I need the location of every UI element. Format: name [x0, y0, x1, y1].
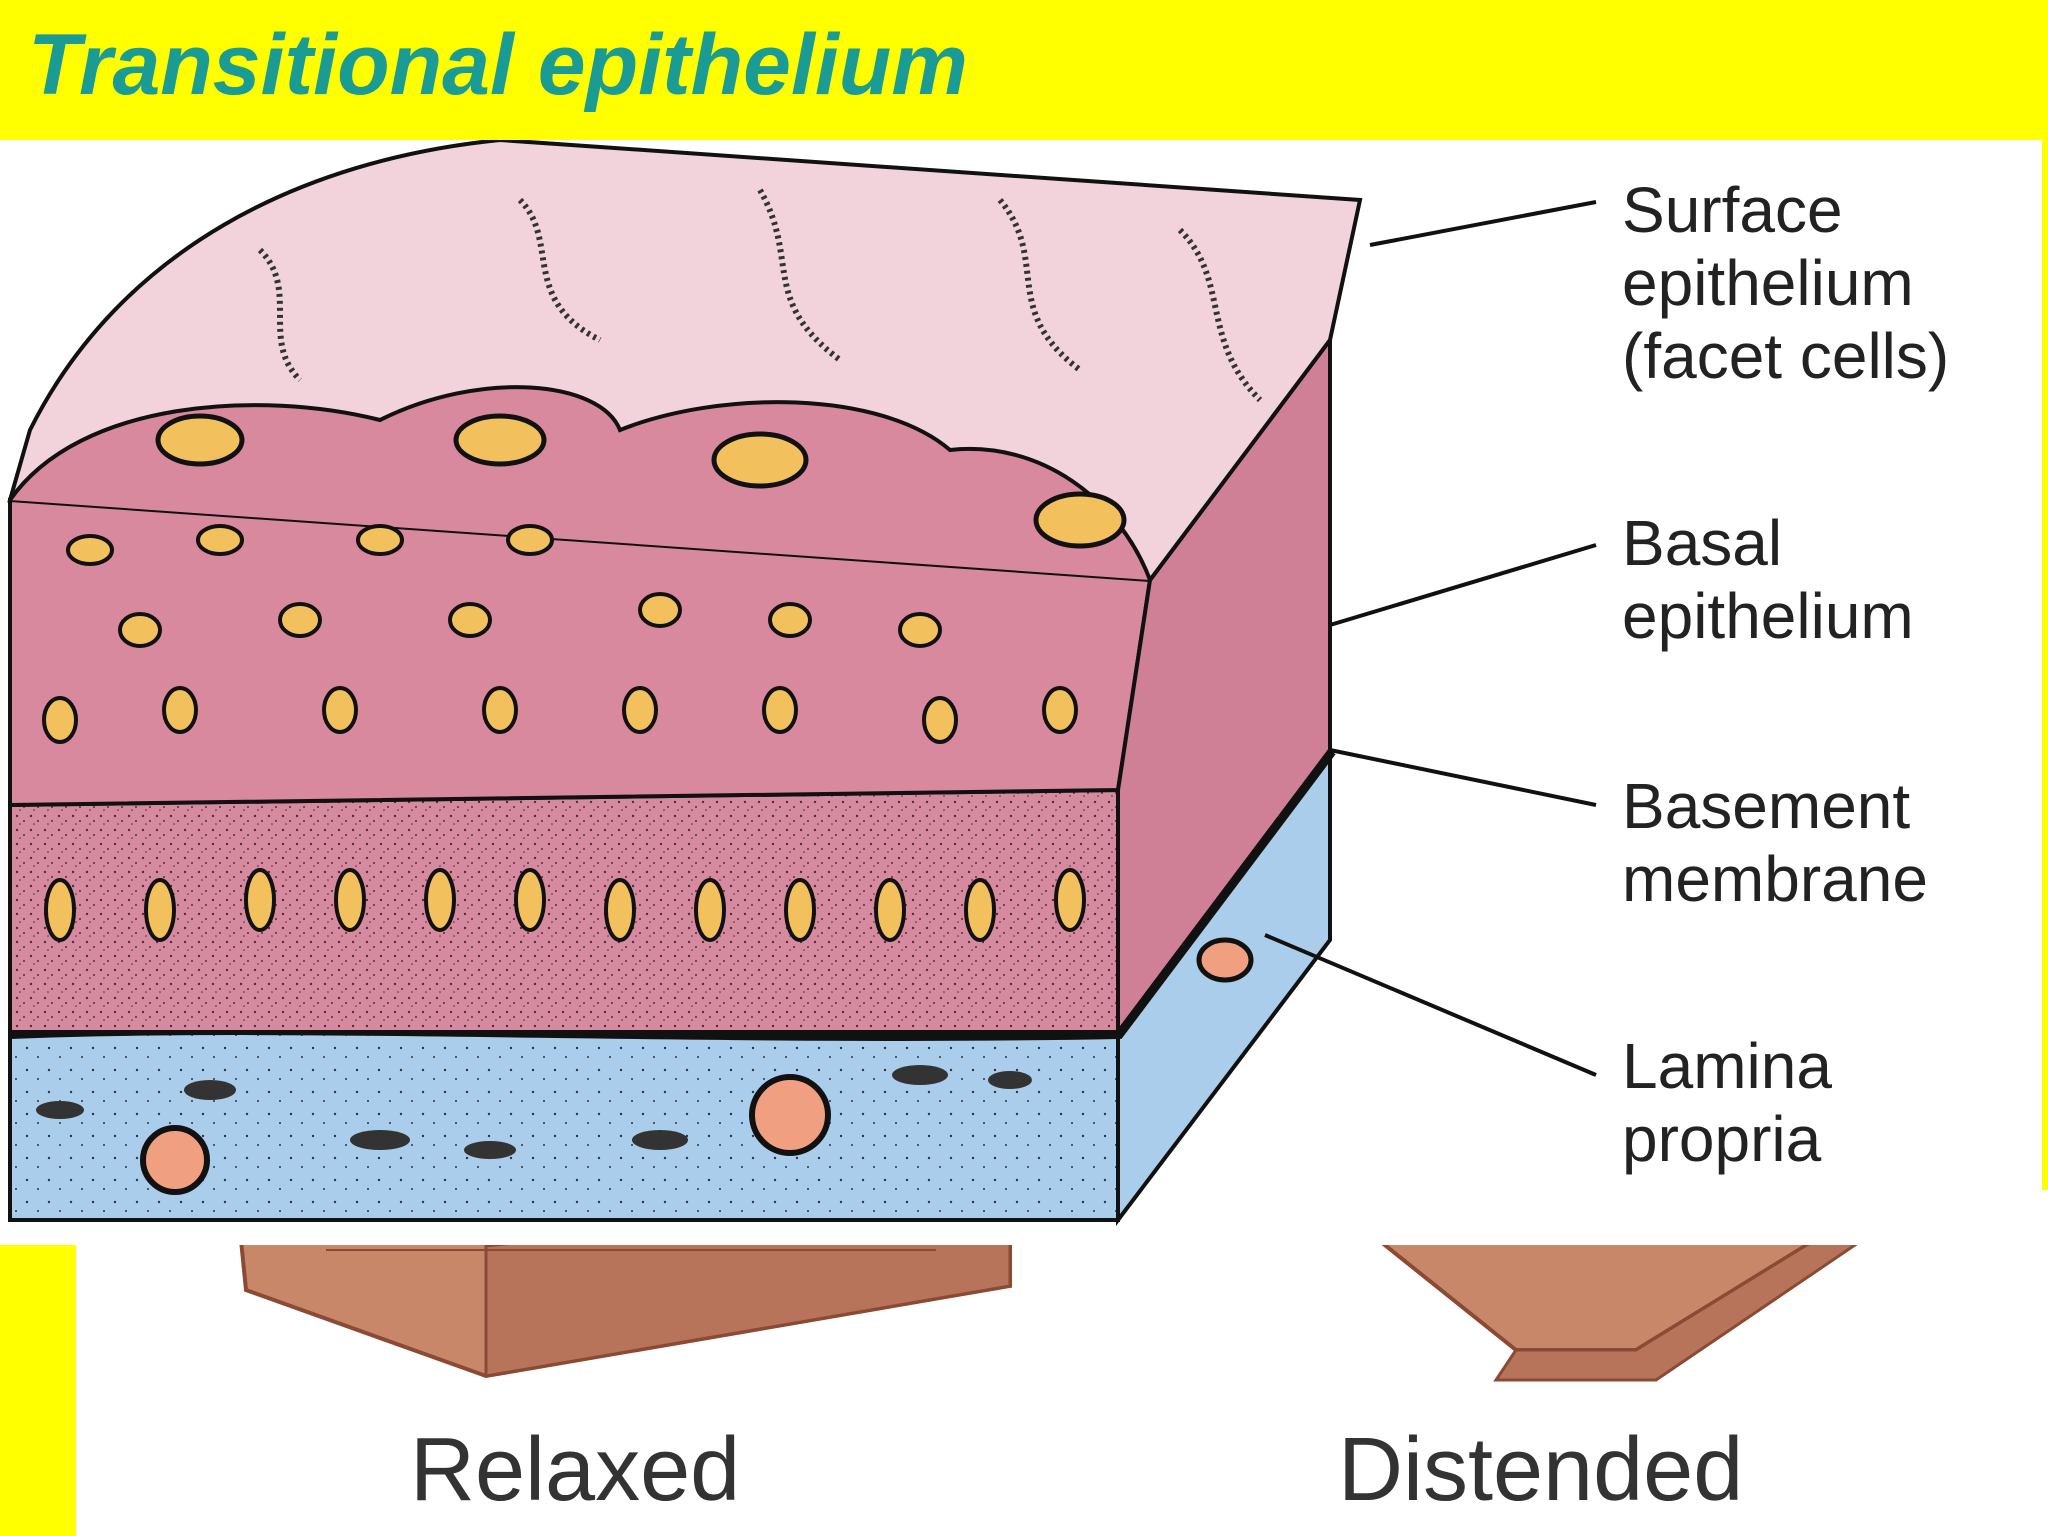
- facet-cell-nucleus: [453, 413, 547, 467]
- basal-epithelium-label: Basal epithelium: [1622, 507, 1914, 652]
- surface-fold-mark: [257, 247, 303, 383]
- surface-fold-mark: [997, 198, 1082, 373]
- facet-cell-nucleus: [711, 431, 809, 489]
- basal-leader-line: [1329, 543, 1597, 627]
- surface-leader-line: [1369, 200, 1597, 247]
- basal-epithelium-layer: [8, 787, 1120, 1034]
- surface-epithelium-label: Surface epithelium (facet cells): [1622, 174, 1950, 392]
- main-diagram-panel: Surface epithelium (facet cells) Basal e…: [0, 140, 2042, 1245]
- distended-label: Distended: [1338, 1420, 1744, 1520]
- facet-cell-nucleus: [155, 413, 245, 467]
- surface-fold-mark: [757, 188, 842, 363]
- basement-leader-line: [1329, 748, 1597, 807]
- slide-title: Transitional epithelium: [28, 17, 968, 113]
- facet-cell-nucleus: [1033, 491, 1127, 549]
- surface-fold-mark: [1177, 227, 1263, 403]
- facet-cell-row: [8, 385, 1152, 581]
- relaxed-label: Relaxed: [410, 1420, 741, 1520]
- lamina-leader-line: [1264, 933, 1597, 1077]
- basal-nuclei: [44, 868, 1086, 942]
- epithelium-block-drawing: [7, 140, 1597, 1226]
- intermediate-nuclei: [42, 524, 1078, 744]
- lamina-propria-cells: [36, 937, 1254, 1195]
- basement-membrane-label: Basement membrane: [1622, 770, 1928, 915]
- lamina-propria-label: Lamina propria: [1622, 1030, 1832, 1175]
